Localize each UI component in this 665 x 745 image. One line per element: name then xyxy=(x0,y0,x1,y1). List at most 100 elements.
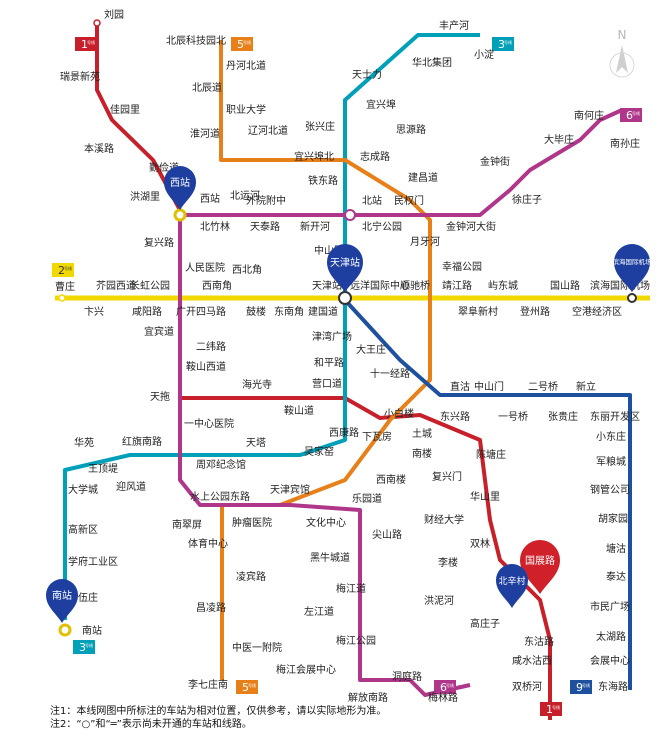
station-hujiayuan: 胡家园 xyxy=(598,512,628,525)
station-beizhu: 北竹林 xyxy=(200,220,230,233)
station-honghuli: 洪湖里 xyxy=(130,191,160,203)
svg-text:号线: 号线 xyxy=(248,682,256,688)
station-xiaodongzhuang: 小东庄 xyxy=(596,430,626,443)
station-yuanyangguoji: 远洋国际中心 xyxy=(350,279,410,292)
station-renminyiyuan: 人民医院 xyxy=(185,261,225,274)
station-lilou: 李楼 xyxy=(438,556,458,569)
station-dongnanlu: 东沽路 xyxy=(524,635,554,648)
station-donghailu: 东海路 xyxy=(598,680,628,693)
line-badge-5-bottom: 5 号线 xyxy=(236,680,258,694)
station-nanheizhuang: 南何庄 xyxy=(574,109,604,122)
station-donglikaifaqu: 东丽开发区 xyxy=(590,410,640,423)
compass-icon: N xyxy=(609,28,635,78)
station-tianshili: 天士力 xyxy=(352,68,382,81)
station-meijiangzhongxin: 梅江会展中心 xyxy=(276,663,336,676)
svg-text:北辛村: 北辛村 xyxy=(498,575,525,587)
station-anshandao: 鞍山道 xyxy=(284,404,314,417)
station-fengchanhe: 丰产河 xyxy=(439,19,469,32)
station-huayuan: 华苑 xyxy=(74,436,94,449)
station-yihaoqiao: 一号桥 xyxy=(498,411,528,423)
station-jingjianglu: 靖江路 xyxy=(442,279,472,292)
station-gaozhuangzi: 高庄子 xyxy=(470,617,500,630)
svg-text:号线: 号线 xyxy=(243,39,251,45)
station-huizhanzhongxin: 会展中心 xyxy=(590,654,630,667)
station-minquanmen: 民权门 xyxy=(394,194,424,207)
note-1: 注1：本线网图中所标注的车站为相对位置，仅供参考，请以实际地形为准。 xyxy=(50,706,387,717)
station-fuxingyiyuan: 复兴路 xyxy=(144,236,174,249)
station-tiantakou: 天拖 xyxy=(150,390,170,403)
station-taida: 泰达 xyxy=(606,570,626,583)
station-zhangguizhuang: 张贵庄 xyxy=(548,410,578,423)
station-caozhuang: 曹庄 xyxy=(55,280,75,293)
station-zhili: 直沽 xyxy=(450,380,470,393)
station-zhouenlai: 周邓纪念馆 xyxy=(196,458,246,471)
station-jinzhonghedajie: 金钟河大街 xyxy=(446,220,496,233)
station-dongxinglu: 东兴路 xyxy=(440,410,470,423)
station-huaihedao: 淮河道 xyxy=(190,127,220,140)
station-yuefangdao: 月牙河 xyxy=(410,236,440,248)
station-tiantailu: 天泰路 xyxy=(250,220,280,233)
station-jianguodao: 建国道 xyxy=(308,305,338,318)
station-beichenkejiyuanbei: 北辰科技园北 xyxy=(166,34,226,47)
station-junliangcheng: 军粮城 xyxy=(596,455,626,468)
station-taihulu: 太湖路 xyxy=(596,630,626,643)
station-jinwan: 津湾广场 xyxy=(312,330,352,343)
station-yixingbubei: 宜兴埠北 xyxy=(294,150,334,163)
station-nanfengshuiyuan: 南翠屏 xyxy=(172,518,202,531)
station-caijing: 财经大学 xyxy=(424,513,464,526)
station-dasicheng: 大学城 xyxy=(68,483,98,496)
station-beiyunhe: 北运河 xyxy=(230,190,260,202)
svg-text:号线: 号线 xyxy=(582,682,590,688)
station-wenhuazhongxin: 文化中心 xyxy=(306,516,346,529)
station-tucheng: 土城 xyxy=(412,427,432,440)
station-heping: 和平路 xyxy=(314,356,344,369)
station-nanlou: 南楼 xyxy=(412,447,432,460)
station-hongqinanlu: 红旗南路 xyxy=(122,435,162,448)
station-xinfuxiang: 幸福公园 xyxy=(442,260,482,273)
station-shunchiqiao: 顺驰桥 xyxy=(400,279,430,292)
station-tianta: 天塔 xyxy=(246,436,266,449)
station-zhangxingzhuang: 张兴庄 xyxy=(305,120,335,133)
svg-text:号线: 号线 xyxy=(632,110,640,116)
line-badge-3-bottom: 3 号线 xyxy=(73,640,95,654)
station-heiniuchengdao: 黑牛城道 xyxy=(310,551,350,564)
station-dengzhou: 登州路 xyxy=(520,305,550,318)
station-zhongshanmen: 中山门 xyxy=(474,380,504,393)
station-jinzhongjie: 金钟街 xyxy=(480,155,510,168)
svg-text:号线: 号线 xyxy=(64,265,72,271)
svg-text:1: 1 xyxy=(81,38,88,51)
svg-text:6: 6 xyxy=(440,681,447,694)
station-yizhongxin: 一中心医院 xyxy=(184,417,234,430)
station-jiayuanli: 佳园里 xyxy=(110,103,140,116)
station-zhichengdao: 志成路 xyxy=(360,150,390,163)
station-dongtinglu: 洞庭路 xyxy=(392,670,422,683)
svg-text:6: 6 xyxy=(626,109,633,122)
station-tiyuzhongxin: 体育中心 xyxy=(188,537,228,550)
svg-text:2: 2 xyxy=(58,264,65,277)
svg-text:天津站: 天津站 xyxy=(330,256,360,269)
station-yingkou: 营口道 xyxy=(312,377,342,390)
svg-text:滨海国际机场: 滨海国际机场 xyxy=(613,257,653,266)
station-kaizhuang: 卞兴 xyxy=(84,305,104,318)
station-yishuili: 宜宾道 xyxy=(144,325,174,338)
svg-text:南站: 南站 xyxy=(52,589,72,602)
line-badge-5-top: 5 号线 xyxy=(231,37,253,51)
station-wujiayao: 吴家窑 xyxy=(304,445,334,458)
station-danhebeidao: 丹河北道 xyxy=(226,59,266,72)
station-liuyuan: 刘园 xyxy=(104,9,124,21)
station-sishuidao: 思源路 xyxy=(396,123,426,136)
station-xizhan: 西站 xyxy=(200,192,220,205)
station-beininggongyuan: 北宁公园 xyxy=(362,220,402,233)
pin-nanzhan: 南站 xyxy=(46,579,78,623)
station-shiminguangchang: 市民广场 xyxy=(590,600,630,613)
station-jieyuanxidao: 芥园西道 xyxy=(96,279,136,292)
svg-text:3: 3 xyxy=(498,38,505,51)
svg-text:国展路: 国展路 xyxy=(525,554,555,567)
station-hongnihe: 洪泥河 xyxy=(424,594,454,607)
notes: 注1：本线网图中所标注的车站为相对位置，仅供参考，请以实际地形为准。 注2：“○… xyxy=(50,705,650,731)
station-shijinglu: 十一经路 xyxy=(370,367,410,380)
station-xibeijiao: 西北角 xyxy=(232,264,262,276)
station-tanggu: 塘沽 xyxy=(606,542,626,555)
line-3-teal xyxy=(63,33,480,620)
line-badge-1-bottom: 1 号线 xyxy=(540,702,562,716)
